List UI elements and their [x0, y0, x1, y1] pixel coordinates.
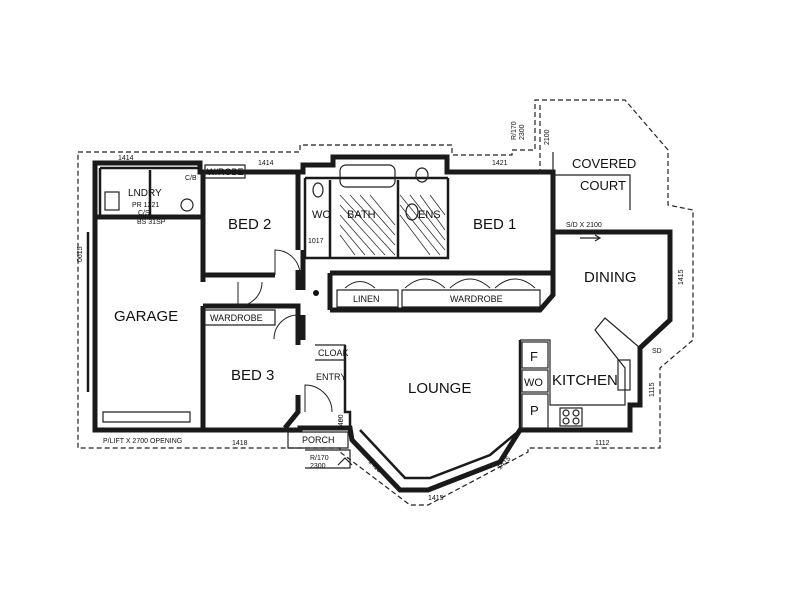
laundry-walls	[98, 166, 200, 217]
fridge-box	[521, 341, 549, 369]
kitchen-sink	[617, 359, 631, 391]
top-door-spec-text: R/1702300	[511, 121, 526, 140]
burner-4	[572, 417, 580, 425]
wardrobe-doors	[344, 278, 536, 289]
fixture-label-linen: LINEN	[353, 294, 380, 304]
dim-right-dining: 1415	[678, 269, 685, 285]
dim-top-right: 1421	[492, 160, 508, 167]
ens-wc	[405, 203, 419, 221]
dim-left-wall: 0615	[77, 246, 84, 262]
room-label-porch: PORCH	[302, 435, 335, 445]
room-label-entry: ENTRY	[316, 372, 346, 382]
dim-kitchen-window: 1112	[595, 440, 610, 447]
dim-top-left: 1414	[258, 160, 274, 167]
bed3-wall	[203, 303, 301, 430]
fixture-label-wardrobe-bed1: WARDROBE	[450, 294, 503, 304]
wc-toilet	[312, 182, 324, 198]
fixture-label-l: L	[339, 417, 343, 424]
room-label-lounge: LOUNGE	[408, 380, 471, 397]
fixture-label-cloak: CLOAK	[318, 348, 349, 358]
dim-bed1-small: 1017	[308, 238, 324, 245]
dim-bay-center: 1415	[428, 495, 444, 502]
kitchen-bench	[520, 317, 641, 406]
dim-garage-door: P/LIFT X 2700 OPENING	[103, 438, 182, 445]
wall-oven-box	[521, 369, 549, 393]
wardrobe-box	[401, 289, 541, 308]
fixture-label-pantry: P	[530, 403, 539, 418]
fixture-label-wardrobe-bed3: WARDROBE	[210, 313, 263, 323]
eave-line	[77, 99, 694, 506]
pantry-box	[521, 393, 549, 429]
porch-box	[287, 431, 349, 449]
room-label-bed3: BED 3	[231, 367, 274, 384]
dim-laundry-note: BS 31SP	[137, 219, 166, 226]
bed2-door	[274, 249, 301, 276]
entry-door	[304, 384, 333, 413]
hall-light	[313, 290, 319, 296]
dim-laundry-note2: PR 1221	[132, 202, 159, 209]
cooktop	[559, 407, 583, 427]
top-door-spec: R/1702300	[511, 121, 526, 140]
dim-dining-corner: SD	[652, 348, 662, 355]
dim-court-depth: 2100	[544, 129, 551, 145]
entry-wall	[343, 345, 352, 428]
fixture-label-cs: C/S	[138, 210, 150, 217]
burner-1	[562, 409, 570, 417]
room-label-ens: ENS	[418, 209, 441, 221]
room-label-dining: DINING	[584, 269, 637, 286]
dim-laundry-window: 1414	[118, 155, 134, 162]
bed1-wall	[327, 232, 556, 313]
fixture-label-wall-oven: WO	[524, 377, 543, 389]
dim-bay-right: 1415	[496, 455, 512, 471]
room-label-court: COURT	[580, 178, 626, 193]
laundry-tub	[104, 191, 120, 211]
garage-door-swing	[237, 281, 263, 307]
dim-sliding-door: S/D X 2100	[566, 222, 602, 229]
bed3-door	[273, 314, 299, 340]
garage-door-line	[102, 411, 191, 423]
ens-basin	[415, 167, 429, 183]
bed2-wall	[203, 172, 301, 290]
room-label-garage: GARAGE	[114, 308, 178, 325]
room-label-covered: COVERED	[572, 156, 636, 171]
bathtub	[339, 164, 396, 188]
wardrobe-bed3	[205, 309, 276, 326]
tile-grid	[339, 194, 446, 256]
bath-walls	[303, 176, 450, 260]
room-label-lndry: LNDRY	[128, 188, 162, 199]
room-label-wc: WC	[312, 209, 330, 221]
room-label-bed2: BED 2	[228, 216, 271, 233]
dim-right-kitchen: 1115	[649, 382, 656, 397]
dim-bed3-window: 1418	[232, 440, 248, 447]
lounge-bay-inner	[359, 429, 521, 480]
dim-entry-door: 1460	[338, 414, 345, 430]
room-label-kitchen: KITCHEN	[552, 372, 618, 389]
fixture-label-cb: C/B	[185, 175, 197, 182]
porch-step	[305, 449, 351, 469]
burner-3	[562, 417, 570, 425]
fixture-label-fridge: F	[530, 349, 538, 364]
covered-court-outline	[552, 152, 631, 232]
fixture-label-wrobe: W/ROBE	[207, 167, 244, 177]
sliding-door-arrow	[580, 234, 602, 242]
wrobe-top	[204, 164, 246, 179]
porch-arrow	[337, 457, 353, 466]
linen-box	[336, 289, 399, 308]
burner-2	[572, 409, 580, 417]
room-label-bed1: BED 1	[473, 216, 516, 233]
laundry-wc	[180, 198, 194, 212]
room-label-bath: BATH	[347, 209, 376, 221]
